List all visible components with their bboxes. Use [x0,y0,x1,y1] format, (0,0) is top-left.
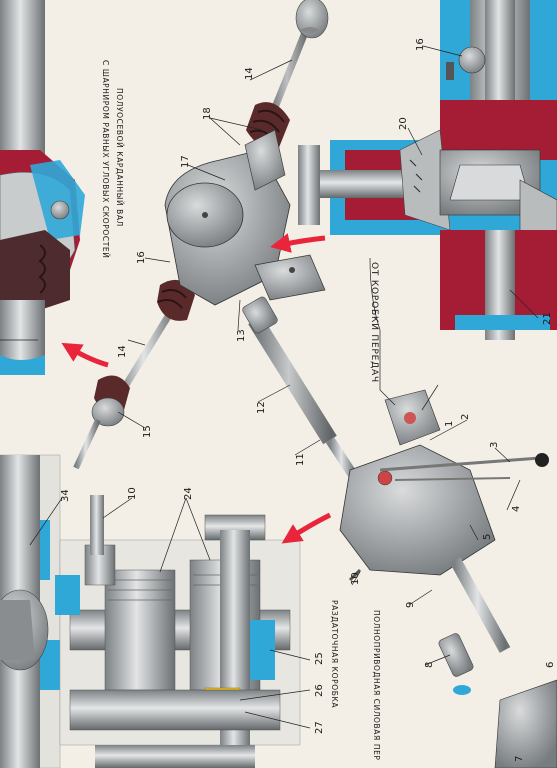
label-12: 12 [256,401,267,414]
leader-lines [29,45,539,729]
label-4: 4 [511,506,522,512]
caption-cv-joint: С ШАРНИРОМ РАВНЫХ УГЛОВЫХ СКОРОСТЕЙ [101,60,110,258]
label-21: 21 [542,312,553,325]
label-14-lower: 14 [117,345,128,358]
label-1: 1 [444,421,455,427]
label-2: 2 [460,414,471,420]
label-3: 3 [489,442,500,448]
cv-joint-section [0,0,85,375]
label-15: 15 [142,425,153,438]
label-11: 11 [295,453,306,466]
caption-from-gearbox: ОТ КОРОБКИ ПЕРЕДАЧ [369,262,379,383]
label-8: 8 [424,662,435,668]
part-numbers: 1 2 3 4 5 6 7 8 9 10 10 11 12 13 14 14 1… [60,38,556,762]
flow-arrows [61,233,332,544]
label-14-upper: 14 [244,67,255,80]
propeller-shaft [242,296,360,481]
caption-power-train: ПОЛНОПРИВОДНАЯ СИЛОВАЯ ПЕР [372,610,381,761]
front-axle-housing [164,129,326,306]
transfer-case-exterior [339,389,557,768]
label-10-section: 10 [127,487,138,500]
label-26: 26 [314,684,325,697]
half-shaft [73,0,329,470]
label-24: 24 [183,487,194,500]
label-5: 5 [482,534,493,540]
caption-transfer-case: РАЗДАТОЧНАЯ КОРОБКА [330,600,339,708]
label-16-diff: 16 [415,38,426,51]
label-34: 34 [60,489,71,502]
captions: ПОЛУОСЕВОЙ КАРДАННЫЙ ВАЛ С ШАРНИРОМ РАВН… [101,60,381,761]
transfer-case-section [0,454,301,768]
label-16-axle: 16 [136,251,147,264]
arrow-left [61,342,109,368]
caption-cv-shaft: ПОЛУОСЕВОЙ КАРДАННЫЙ ВАЛ [115,88,124,227]
label-17: 17 [180,155,191,168]
label-27: 27 [314,721,325,734]
label-18: 18 [202,107,213,120]
label-20: 20 [398,117,409,130]
label-10-transfer: 10 [350,572,361,585]
differential-section [298,0,557,340]
label-9: 9 [405,602,416,608]
label-6: 6 [545,662,556,668]
label-7: 7 [514,756,525,762]
arrow-axle [270,233,326,253]
arrow-transfer [281,512,332,544]
label-25: 25 [314,652,325,665]
label-13: 13 [236,329,247,342]
